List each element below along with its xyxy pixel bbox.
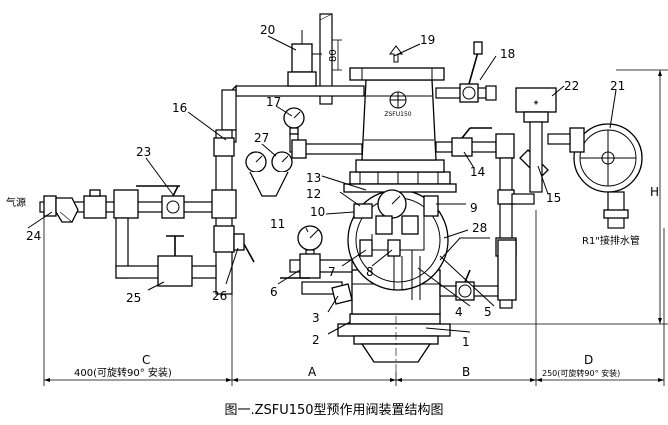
callout-10: 10 xyxy=(310,205,325,219)
leader-lines xyxy=(27,35,617,335)
callout-17: 17 xyxy=(266,95,281,109)
callout-3: 3 xyxy=(312,311,320,325)
callout-24: 24 xyxy=(26,229,41,243)
callout-27: 27 xyxy=(254,131,269,145)
callout-13: 13 xyxy=(306,171,321,185)
dimension-a: A xyxy=(308,365,317,379)
callout-9: 9 xyxy=(470,201,478,215)
dimension-left-span: 400(可旋转90° 安装) xyxy=(74,366,172,379)
callout-14: 14 xyxy=(470,165,485,179)
callout-numbers: 1 2 3 4 5 6 7 8 9 10 11 12 13 14 15 16 1… xyxy=(26,23,625,349)
pressure-gauges xyxy=(245,107,363,197)
callout-18: 18 xyxy=(500,47,515,61)
dimension-b: B xyxy=(462,365,470,379)
callout-19: 19 xyxy=(420,33,435,47)
callout-26: 26 xyxy=(212,289,227,303)
callout-16: 16 xyxy=(172,101,187,115)
dimension-right-span: 250(可旋转90° 安装) xyxy=(542,368,620,378)
callout-5: 5 xyxy=(484,305,492,319)
callout-21: 21 xyxy=(610,79,625,93)
dimension-d: D xyxy=(584,353,593,367)
dimension-80-label: 80 xyxy=(328,49,339,62)
callout-23: 23 xyxy=(136,145,151,159)
valve-nameplate-text: ZSFU150 xyxy=(384,111,411,118)
callout-7: 7 xyxy=(328,265,336,279)
dimension-c: C xyxy=(142,353,150,367)
callout-15: 15 xyxy=(546,191,561,205)
callout-11: 11 xyxy=(270,217,285,231)
dimension-h: H xyxy=(650,185,659,199)
dimension-lines xyxy=(43,69,668,386)
figure-caption: 图一.ZSFU150型预作用阀装置结构图 xyxy=(224,403,443,418)
callout-22: 22 xyxy=(564,79,579,93)
callout-8: 8 xyxy=(366,265,374,279)
callout-25: 25 xyxy=(126,291,141,305)
callout-2: 2 xyxy=(312,333,320,347)
callout-6: 6 xyxy=(270,285,278,299)
callout-1: 1 xyxy=(462,335,470,349)
air-source-label: 气源 xyxy=(6,196,26,209)
callout-28: 28 xyxy=(472,221,487,235)
lower-right-trim xyxy=(411,237,517,301)
callout-12: 12 xyxy=(306,187,321,201)
left-trim-assembly xyxy=(39,129,353,305)
callout-20: 20 xyxy=(260,23,275,37)
switch-box-mark: ◈ xyxy=(534,99,539,106)
callout-4: 4 xyxy=(455,305,463,319)
drain-connection-label: R1"接排水管 xyxy=(582,234,640,247)
